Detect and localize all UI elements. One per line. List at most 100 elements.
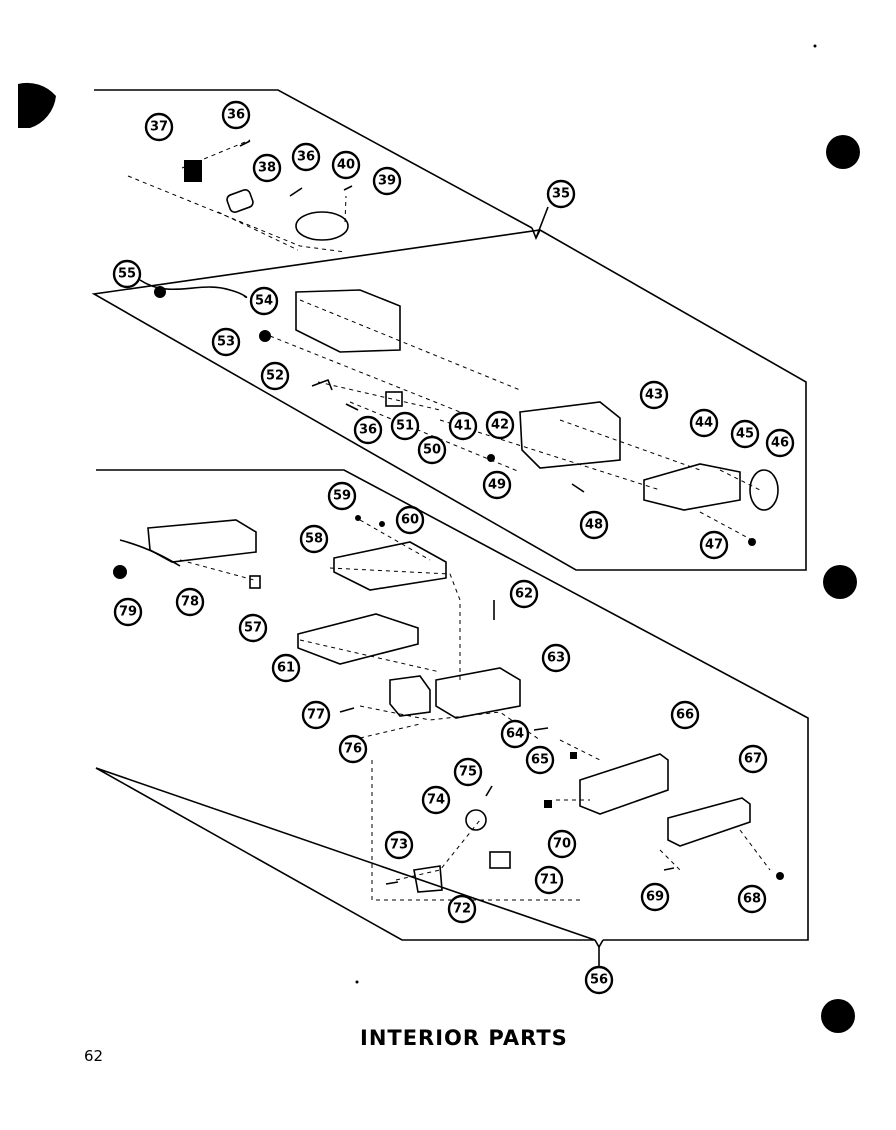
screw-part [239, 140, 251, 147]
callout-bubble: 46 [765, 428, 795, 458]
lower-callouts: 56 59 60 58 79 78 57 62 61 63 77 76 64 6… [113, 481, 768, 995]
callout-74: 74 [427, 793, 445, 808]
wire-plug-part [154, 286, 166, 298]
callout-bubble: 49 [482, 470, 512, 500]
screw-part [485, 785, 493, 797]
callout-bubble: 36 [291, 142, 321, 172]
screw-part [533, 727, 549, 731]
callout-bubble: 40 [331, 150, 361, 180]
callout-69: 69 [646, 890, 664, 905]
hinge-part [413, 865, 443, 893]
support-bracket-part [389, 675, 431, 717]
callout-bubble: 68 [737, 884, 767, 914]
callout-bubble: 56 [584, 965, 614, 995]
callout-bubble: 45 [730, 419, 760, 449]
callout-bubble: 41 [448, 411, 478, 441]
bushing-part [259, 330, 271, 342]
callout-bubble: 38 [252, 153, 282, 183]
callout-45: 45 [736, 427, 754, 442]
callout-group-56: 56 [590, 973, 608, 988]
callout-43: 43 [645, 388, 663, 403]
cap-part [249, 575, 261, 589]
control-panel-part [579, 753, 669, 815]
switch-plate-part [519, 401, 621, 469]
callout-bubble: 78 [175, 587, 205, 617]
callout-72: 72 [453, 902, 471, 917]
mounting-bracket-part [435, 667, 521, 719]
page-number: 62 [84, 1047, 104, 1065]
terminal-board-part [147, 519, 257, 563]
nut-part [487, 454, 495, 462]
screw-part [345, 403, 359, 411]
screw-part [663, 867, 675, 871]
nut-part [570, 752, 577, 759]
callout-bubble: 47 [699, 530, 729, 560]
callout-76: 76 [344, 742, 362, 757]
callout-bubble: 39 [372, 166, 402, 196]
callout-bubble: 44 [689, 408, 719, 438]
callout-36: 36 [359, 423, 377, 438]
control-bracket-part [295, 289, 401, 353]
callout-bubble: 64 [500, 719, 530, 749]
callout-60: 60 [401, 513, 419, 528]
connector-part [113, 565, 127, 579]
wire-lead-part [119, 539, 181, 567]
callout-50: 50 [423, 443, 441, 458]
switch-body-part [385, 391, 403, 407]
callout-36: 36 [227, 108, 245, 123]
callout-68: 68 [743, 892, 761, 907]
callout-65: 65 [531, 753, 549, 768]
indicator-part [465, 809, 487, 831]
callout-bubble: 48 [579, 510, 609, 540]
callout-51: 51 [396, 419, 414, 434]
callout-49: 49 [488, 478, 506, 493]
callout-53: 53 [217, 335, 235, 350]
washer-part [776, 872, 784, 880]
punch-hole-right-2 [823, 565, 857, 599]
callout-bubble: 60 [395, 505, 425, 535]
screw-part [339, 707, 355, 713]
callout-54: 54 [255, 294, 273, 309]
callout-48: 48 [585, 518, 603, 533]
callout-62: 62 [515, 587, 533, 602]
switch-part [184, 160, 202, 182]
binder-holes [18, 82, 860, 1033]
callout-bubble: 70 [547, 829, 577, 859]
punch-hole-left [18, 82, 56, 128]
callout-bubble: 79 [113, 597, 143, 627]
upper-callouts: 35 37 36 38 36 40 39 55 54 53 52 36 51 5… [112, 100, 795, 560]
callout-39: 39 [378, 174, 396, 189]
callout-52: 52 [266, 369, 284, 384]
callout-46: 46 [771, 436, 789, 451]
callout-bubble: 74 [421, 785, 451, 815]
screw-head-part [379, 521, 385, 527]
spring-clip-part [544, 800, 552, 808]
callout-bubble: 73 [384, 830, 414, 860]
screw-part [343, 185, 353, 191]
callout-59: 59 [333, 489, 351, 504]
callout-bubble: 42 [485, 410, 515, 440]
callout-bubble: 76 [338, 734, 368, 764]
callout-63: 63 [547, 651, 565, 666]
callout-64: 64 [506, 727, 524, 742]
callout-44: 44 [695, 416, 713, 431]
screw-part [289, 187, 303, 197]
spring-part [571, 483, 585, 493]
lower-tray-part [297, 613, 419, 665]
page-title: INTERIOR PARTS [360, 1026, 568, 1050]
callout-75: 75 [459, 765, 477, 780]
knob-part [226, 189, 254, 213]
callout-bubble: 77 [301, 700, 331, 730]
callout-67: 67 [744, 752, 762, 767]
screw-part [385, 881, 399, 885]
callout-78: 78 [181, 595, 199, 610]
callout-bubble: 67 [738, 744, 768, 774]
callout-bubble: 62 [509, 579, 539, 609]
callout-bubble: 36 [221, 100, 251, 130]
callout-40: 40 [337, 158, 355, 173]
callout-58: 58 [305, 532, 323, 547]
punch-hole-right-1 [826, 135, 860, 169]
callout-70: 70 [553, 837, 571, 852]
callout-71: 71 [540, 873, 558, 888]
